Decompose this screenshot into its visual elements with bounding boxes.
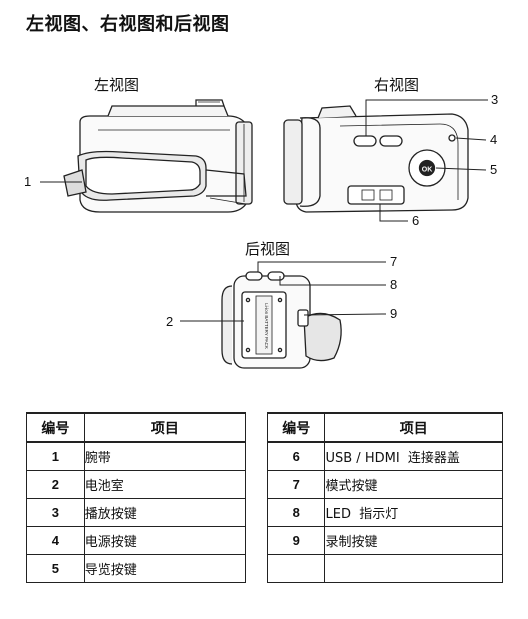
right-view-camera: [283, 105, 469, 213]
row-item: 导览按键: [83, 554, 247, 583]
power-led: [448, 134, 456, 142]
row-item: LED 指示灯: [324, 498, 503, 527]
callout-9: 9: [390, 306, 398, 321]
playback-button[interactable]: [353, 135, 377, 147]
col-header-item: 项目: [324, 412, 503, 443]
battery-label: Li-ion BATTERY PACK: [264, 303, 269, 349]
mode-button[interactable]: [245, 271, 263, 281]
callout-6: 6: [412, 213, 420, 228]
row-number: 9: [266, 526, 326, 555]
parts-table-right: 编号 项目 6 USB / HDMI 连接器盖 7 模式按键 8 LED 指示灯…: [266, 412, 503, 583]
row-number: 7: [266, 470, 326, 499]
callout-5: 5: [490, 162, 498, 177]
record-button[interactable]: [297, 309, 309, 327]
table-row: 3 播放按键: [26, 498, 247, 527]
table-row: 2 电池室: [26, 470, 247, 499]
row-item: 电源按键: [83, 526, 247, 555]
left-view-label: 左视图: [94, 76, 140, 94]
callout-4: 4: [490, 132, 498, 147]
row-item: 电池室: [83, 470, 247, 499]
rear-view-camera: [221, 271, 342, 369]
row-number: 1: [26, 441, 85, 471]
callout-8: 8: [390, 277, 398, 292]
table-row: 4 电源按键: [26, 526, 247, 555]
table-row: 8 LED 指示灯: [266, 498, 503, 527]
parts-table-left: 编号 项目 1 腕带 2 电池室 3 播放按键 4 电源按键 5 导览按键: [26, 412, 247, 583]
row-item: 腕带: [83, 441, 247, 471]
page-heading: 左视图、右视图和后视图: [26, 14, 230, 35]
row-item: 模式按键: [324, 470, 503, 499]
row-number: 4: [26, 526, 85, 555]
table-row: 9 录制按键: [266, 526, 503, 555]
ok-label: OK: [422, 167, 433, 174]
usb-hdmi-cover[interactable]: [347, 185, 405, 205]
callout-3: 3: [491, 92, 499, 107]
table-row: 5 导览按键: [26, 554, 247, 583]
power-button[interactable]: [379, 135, 403, 147]
callout-7: 7: [390, 254, 398, 269]
col-header-item: 项目: [83, 412, 247, 443]
table-row: 1 腕带: [26, 441, 247, 471]
right-view-label: 右视图: [374, 76, 420, 94]
table-row: 7 模式按键: [266, 470, 503, 499]
ok-button[interactable]: [418, 159, 436, 177]
row-number: [266, 554, 326, 583]
row-item: 播放按键: [83, 498, 247, 527]
leader-lines: [40, 99, 488, 322]
row-item: [324, 554, 503, 583]
col-header-number: 编号: [266, 412, 326, 443]
callout-1: 1: [24, 174, 32, 189]
rear-view-label: 后视图: [245, 240, 291, 258]
table-row: [266, 554, 503, 583]
row-item: USB / HDMI 连接器盖: [324, 441, 503, 471]
row-number: 2: [26, 470, 85, 499]
callout-2: 2: [166, 314, 174, 329]
row-number: 5: [26, 554, 85, 583]
camera-diagrams: OK Li-ion BATTERY PACK: [40, 99, 488, 369]
row-number: 8: [266, 498, 326, 527]
row-number: 3: [26, 498, 85, 527]
left-view-camera: [63, 99, 253, 213]
row-item: 录制按键: [324, 526, 503, 555]
led-indicator: [267, 271, 285, 281]
table-row: 6 USB / HDMI 连接器盖: [266, 441, 503, 471]
row-number: 6: [266, 441, 326, 471]
col-header-number: 编号: [26, 412, 85, 443]
